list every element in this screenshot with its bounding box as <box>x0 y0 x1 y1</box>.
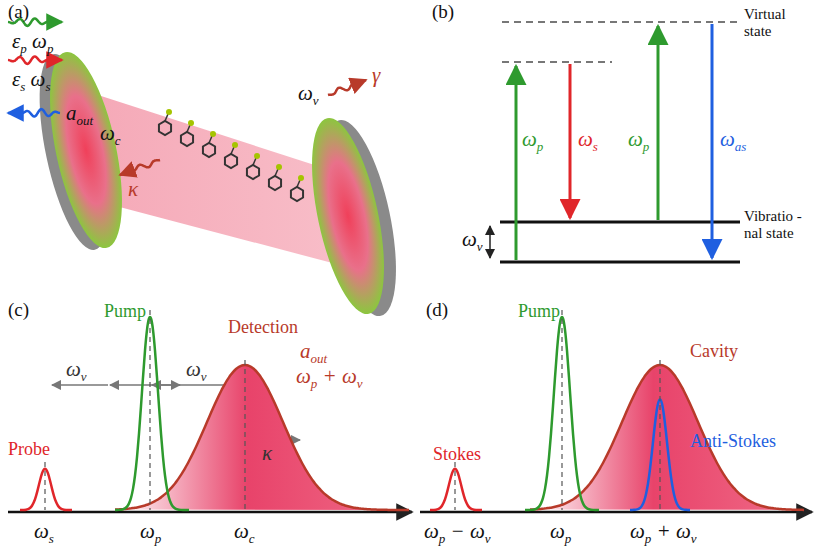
molecule <box>269 176 281 190</box>
spacing-arrow <box>52 384 108 386</box>
anti-stokes-transition <box>711 24 714 258</box>
symbol-label: ωv <box>462 228 483 253</box>
vibrational-loss <box>328 80 366 95</box>
molecule-bond <box>209 136 212 143</box>
symbol-label: εs ωs <box>12 68 51 93</box>
symbol-label: ωc <box>100 122 121 147</box>
level-spacing-arrow <box>489 226 491 258</box>
symbol-label: ωc <box>234 520 255 545</box>
symbol-label: κ <box>128 178 138 200</box>
mirror <box>36 46 136 254</box>
text-label: Cavity <box>690 342 738 361</box>
molecule <box>225 154 237 168</box>
symbol-label: ωp + ωv <box>296 365 363 390</box>
energy-level-diagram <box>490 22 740 262</box>
spectra <box>8 310 812 512</box>
symbol-label: κ <box>262 442 272 464</box>
molecule-bond <box>231 147 234 154</box>
output-beam <box>8 109 60 116</box>
text-label: Probe <box>8 440 50 459</box>
molecule-bond <box>297 180 300 187</box>
symbol-label: ωp <box>628 128 649 153</box>
symbol-label: γ <box>372 64 380 86</box>
cavity-loss <box>120 160 160 175</box>
symbol-label: ωp <box>522 128 543 153</box>
symbol-label: ωv <box>298 82 319 107</box>
cavity-beam <box>98 95 340 265</box>
probe-line <box>20 469 72 510</box>
text-label: (b) <box>432 2 454 22</box>
symbol-label: aout <box>66 102 93 127</box>
text-label: Pump <box>104 302 146 321</box>
cavity-line <box>530 365 804 510</box>
text-label: (a) <box>8 2 29 22</box>
text-label: (d) <box>426 300 448 320</box>
molecule-atom <box>254 153 260 159</box>
symbol-label: ωas <box>720 128 746 153</box>
probe-beam <box>8 57 62 64</box>
guide-line <box>44 462 45 510</box>
guide-line <box>561 310 562 510</box>
cavity-illustration <box>8 19 410 323</box>
molecule-bond <box>275 169 278 176</box>
molecule-atom <box>210 131 216 137</box>
symbol-label: εp ωp <box>12 30 53 55</box>
symbol-label: ωv <box>66 358 87 383</box>
virtual-level <box>502 61 612 63</box>
pump-line <box>115 317 189 510</box>
cavity-line <box>115 365 409 510</box>
stokes-line <box>430 469 482 510</box>
symbol-label: ωp <box>140 520 161 545</box>
symbol-label: ωs <box>34 520 54 545</box>
guide-line <box>659 360 660 510</box>
molecule-bond <box>253 158 256 165</box>
guide-line <box>454 462 455 510</box>
guide-line <box>149 310 150 510</box>
molecule-atom <box>298 175 304 181</box>
text-label: Pump <box>518 302 560 321</box>
virtual-level <box>502 21 740 23</box>
molecule <box>181 132 193 146</box>
text-label: Virtual state <box>744 6 816 39</box>
stokes-transition <box>569 64 572 218</box>
molecule <box>247 165 259 179</box>
symbol-label: ωp <box>550 520 571 545</box>
pump-transition <box>515 66 518 260</box>
molecule <box>159 121 171 135</box>
molecule-atom <box>276 164 282 170</box>
symbol-label: ωp − ωv <box>424 520 491 545</box>
molecule-bond <box>187 125 190 132</box>
text-label: (c) <box>8 300 29 320</box>
guide-line <box>244 360 245 510</box>
molecule-atom <box>166 109 172 115</box>
mirror <box>298 112 398 320</box>
vibrational-level <box>500 221 740 224</box>
ground-level <box>500 261 740 264</box>
symbol-label: ωv <box>186 358 207 383</box>
text-label: Stokes <box>433 445 481 464</box>
molecule <box>203 143 215 157</box>
pump-transition <box>657 26 660 220</box>
molecule-row <box>159 109 304 201</box>
molecule-bond <box>165 114 168 121</box>
text-label: Anti-Stokes <box>690 432 776 451</box>
symbol-label: ωs <box>578 128 598 153</box>
wavy-arrows <box>8 19 366 175</box>
molecule <box>291 187 303 201</box>
molecule-atom <box>232 142 238 148</box>
symbol-label: ωp + ωv <box>630 520 697 545</box>
text-label: Detection <box>228 318 298 337</box>
molecule-atom <box>188 120 194 126</box>
symbol-label: aout <box>300 340 327 365</box>
text-label: Vibratio -nal state <box>744 208 816 241</box>
